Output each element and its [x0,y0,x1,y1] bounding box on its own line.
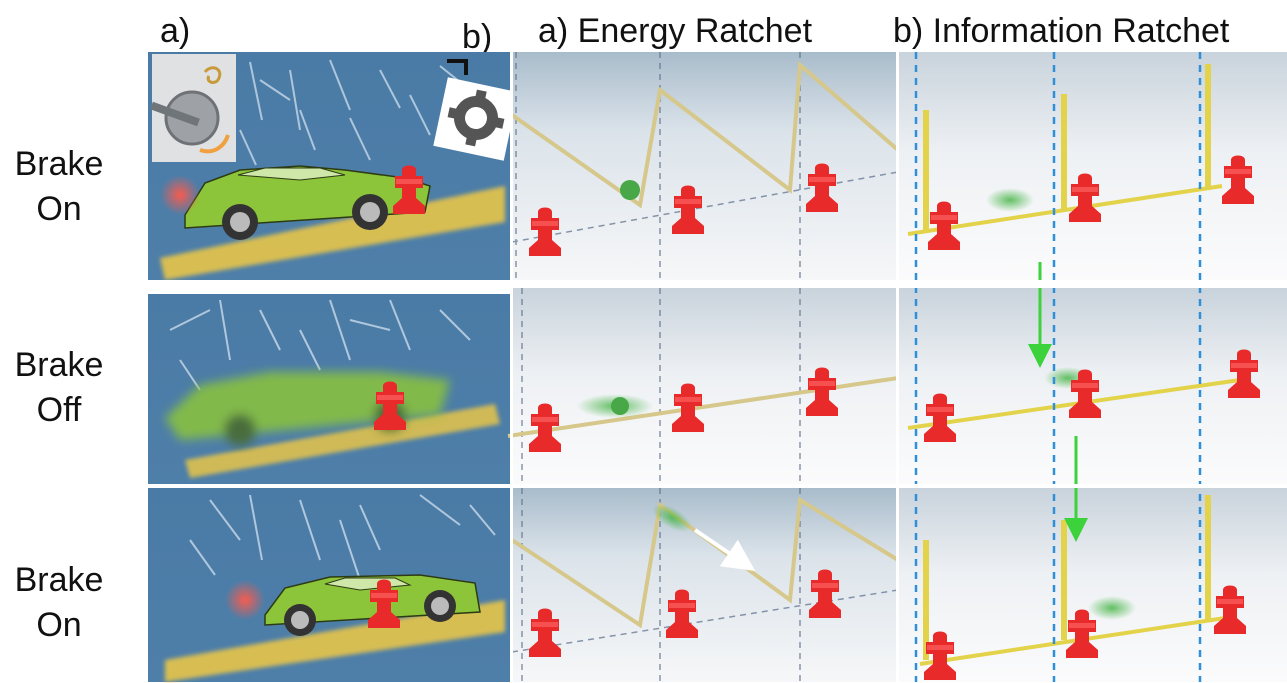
row-label-line: Brake [14,346,104,384]
label-b: b) [462,18,493,56]
row-label-line: Brake [14,145,104,183]
brake-light [160,175,200,215]
ratchet-mechanism-icon [150,54,236,162]
row-label-line: Brake [14,561,104,599]
label-a: a) [160,12,191,50]
particle [1088,596,1136,620]
particle [620,180,640,200]
sawtooth-potential [510,60,900,209]
row-label-line: Off [36,390,82,429]
rain-streaks [169,299,471,391]
rain-streaks [239,59,471,166]
row-label-brake-on-1: Brake On [0,142,118,232]
information-ratchet-row-1 [898,52,1287,280]
row-label-line: On [36,605,82,644]
car-panel-brake-off [148,294,512,484]
information-ratchet-gridlines [914,52,1202,682]
energy-ratchet-row-1 [510,52,900,280]
track [919,616,1226,666]
particle [652,504,692,532]
green-car [184,165,431,240]
row-label-line: On [36,189,82,228]
brake-light [225,580,265,620]
car-panel-brake-on-1 [148,52,519,280]
energy-ratchet-title: a) Energy Ratchet [538,12,813,50]
energy-ratchet-row-2 [507,288,899,484]
gear-icon [433,77,519,161]
particle [611,397,629,415]
particle [986,188,1034,212]
particle-motion-arrow [693,528,756,572]
rain-streaks [189,494,496,581]
row-label-brake-on-2: Brake On [0,558,118,648]
row-label-brake-off: Brake Off [0,343,118,433]
car-panel-brake-on-2 [148,486,512,682]
energy-ratchet-row-3 [510,488,900,682]
information-ratchet-row-3 [898,488,1287,682]
information-ratchet-title: b) Information Ratchet [893,12,1230,50]
track [907,378,1241,430]
information-ratchet-row-2 [898,288,1287,484]
